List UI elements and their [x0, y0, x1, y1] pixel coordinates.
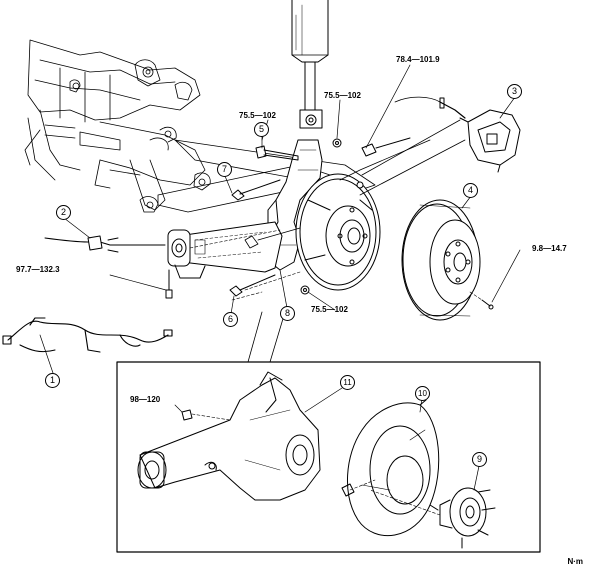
brake-disc: [401, 199, 481, 321]
caliper-bolt: [361, 96, 466, 157]
leader-boxes: [339, 119, 466, 196]
parking-brake-cable: [44, 235, 166, 253]
inset-bolt: [181, 409, 231, 421]
crossmember: [24, 39, 211, 213]
torque-label-caliper-bolt: 78.4—101.9: [396, 55, 440, 64]
callout-11: 11: [340, 375, 355, 390]
assembly-lines: [189, 229, 301, 301]
torque-unit-label: N·m: [567, 557, 583, 566]
inset-callout-leaders: [174, 387, 480, 491]
abs-sensor-main: [244, 227, 301, 249]
torque-label-upper-nut: 75.5—102: [324, 91, 361, 100]
callout-7: 7: [217, 162, 232, 177]
callout-9: 9: [472, 452, 487, 467]
torque-label-trailing-bolt: 97.7—132.3: [16, 265, 60, 274]
hub-backing-plate: [295, 173, 381, 291]
inset-abs-sensor: [341, 479, 376, 497]
callout-3: 3: [507, 84, 522, 99]
torque-label-inset-bolt: 98—120: [130, 395, 161, 404]
torque-label-lower-nut: 75.5—102: [311, 305, 348, 314]
callout-5: 5: [254, 122, 269, 137]
callout-leaders: [39, 64, 521, 374]
callout-1: 1: [45, 373, 60, 388]
callout-4: 4: [463, 183, 478, 198]
torque-label-bolt-5: 75.5—102: [239, 111, 276, 120]
callout-6: 6: [223, 312, 238, 327]
inset-trailing-link-knuckle: [137, 371, 321, 501]
shock-absorber: [291, 0, 329, 129]
abs-harness: [2, 317, 173, 353]
torque-label-disc-screw: 9.8—14.7: [532, 244, 567, 253]
brake-caliper: [459, 109, 521, 173]
disc-screw: [469, 291, 494, 310]
bolts: [165, 138, 364, 299]
trailing-link: [167, 221, 283, 279]
callout-2: 2: [56, 205, 71, 220]
callout-8: 8: [280, 306, 295, 321]
callout-10: 10: [415, 386, 430, 401]
inset-wheel-hub: [369, 487, 496, 549]
inset-backing-plate: [346, 399, 440, 536]
